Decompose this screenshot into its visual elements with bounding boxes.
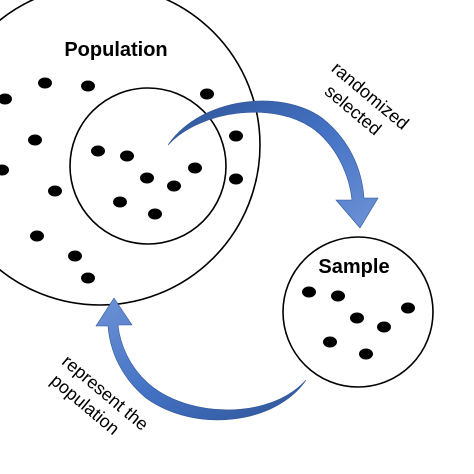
population-dot (28, 134, 42, 146)
inner-sample-circle (69, 87, 227, 245)
sample-dot (302, 286, 316, 298)
population-dot (200, 88, 214, 100)
to-population-caption: represent the population (47, 351, 153, 439)
arrow-to-sample (167, 100, 379, 229)
population-dot (229, 130, 243, 142)
population-dot (0, 164, 9, 176)
inner-dot (120, 150, 134, 162)
inner-dot (148, 208, 162, 220)
sample-dot (350, 312, 364, 324)
sample-dots (302, 286, 415, 360)
population-title: Population (64, 39, 167, 61)
sample-circle (282, 236, 434, 388)
population-dot (0, 93, 12, 105)
population-dot (38, 77, 52, 89)
sample-dot (377, 321, 391, 333)
inner-dot (91, 145, 105, 157)
arrow-to-population (95, 297, 307, 421)
inner-dot (167, 180, 181, 192)
sample-dot (401, 302, 415, 314)
inner-dot (188, 162, 202, 174)
population-dots (0, 77, 243, 284)
sample-dot (331, 290, 345, 302)
inner-sample-dots (91, 145, 202, 220)
inner-dot (113, 196, 127, 208)
population-dot (229, 173, 243, 185)
population-dot (68, 250, 82, 262)
sample-dot (323, 336, 337, 348)
population-circle (0, 0, 261, 306)
population-dot (81, 80, 95, 92)
sample-dot (359, 348, 373, 360)
population-dot (30, 230, 44, 242)
population-dot (81, 272, 95, 284)
inner-dot (140, 172, 154, 184)
population-dot (48, 185, 62, 197)
sample-title: Sample (318, 256, 389, 278)
